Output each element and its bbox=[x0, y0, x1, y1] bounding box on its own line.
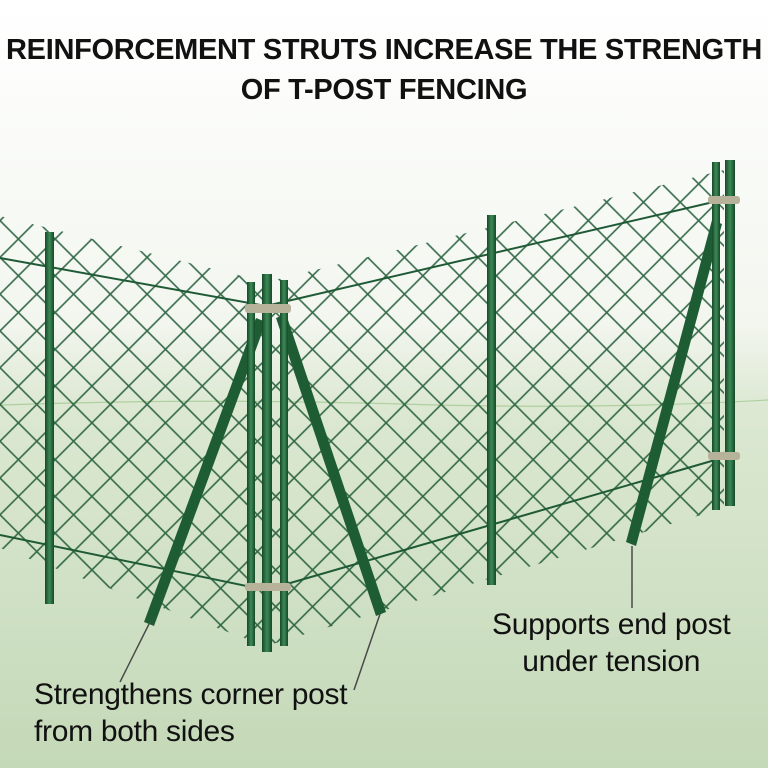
callout-corner-line-1: Strengthens corner post bbox=[34, 678, 348, 711]
end-post bbox=[725, 160, 735, 506]
callout-corner-line-2: from both sides bbox=[34, 715, 235, 748]
line-post-left bbox=[45, 232, 54, 604]
corner-post bbox=[262, 274, 272, 652]
corner-brace-post-right bbox=[280, 280, 288, 646]
callout-end-line-2: under tension bbox=[522, 645, 701, 678]
end-bracket-bottom bbox=[708, 452, 740, 460]
leader-line-corner-right bbox=[353, 613, 381, 691]
line-post-middle bbox=[487, 215, 496, 585]
end-strut bbox=[626, 220, 722, 546]
leader-line-corner-left bbox=[119, 621, 151, 683]
corner-strut-right bbox=[276, 314, 386, 616]
end-brace-post bbox=[712, 162, 720, 510]
mesh-panel-left bbox=[0, 216, 266, 646]
title-line-1: REINFORCEMENT STRUTS INCREASE THE STRENG… bbox=[6, 34, 762, 66]
callout-end-line-1: Supports end post bbox=[492, 608, 731, 641]
callout-end-post: Supports end post under tension bbox=[492, 606, 731, 680]
end-bracket-top bbox=[708, 196, 740, 204]
corner-brace-post-left bbox=[247, 282, 255, 646]
callout-corner-post: Strengthens corner post from both sides bbox=[34, 676, 348, 750]
title-line-2: OF T-POST FENCING bbox=[240, 74, 528, 106]
corner-bracket-top bbox=[245, 304, 291, 313]
bottom-wire-left bbox=[0, 534, 267, 591]
page-title: REINFORCEMENT STRUTS INCREASE THE STRENG… bbox=[0, 30, 768, 110]
corner-bracket-bottom bbox=[245, 583, 291, 591]
corner-strut-left bbox=[144, 318, 266, 626]
top-wire-left bbox=[0, 257, 267, 307]
